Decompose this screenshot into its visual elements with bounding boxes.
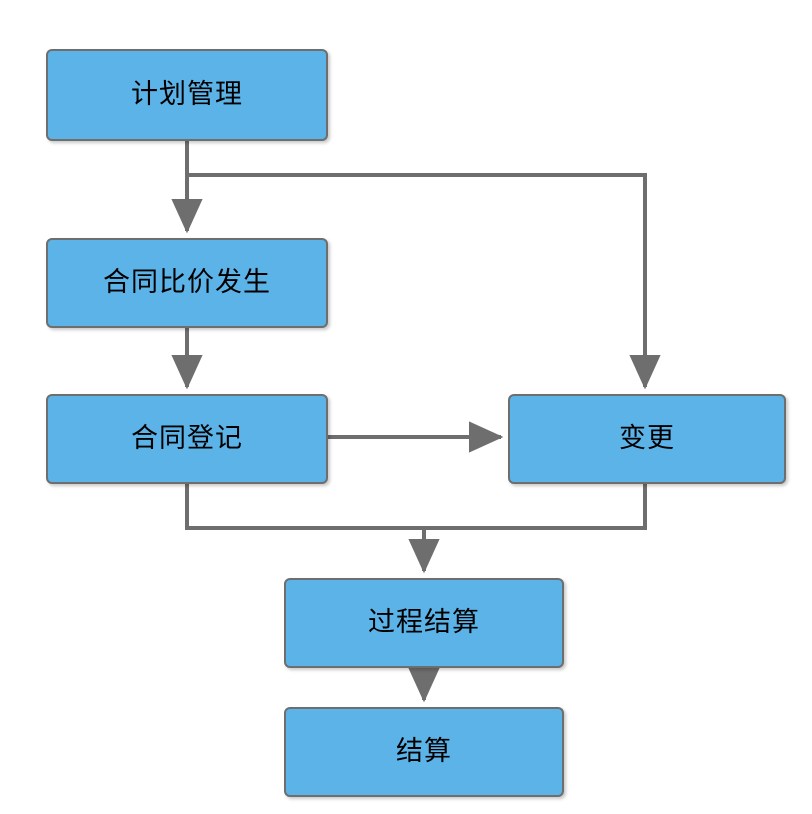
node-contract-price-comparison[interactable]: 合同比价发生 bbox=[46, 238, 328, 328]
node-process-settlement-label: 过程结算 bbox=[368, 607, 480, 639]
edge-change-to-progress bbox=[424, 484, 647, 530]
node-change[interactable]: 变更 bbox=[508, 394, 786, 484]
node-settlement-label: 结算 bbox=[396, 736, 452, 768]
node-plan[interactable]: 计划管理 bbox=[46, 49, 328, 141]
node-process-settlement[interactable]: 过程结算 bbox=[284, 578, 564, 668]
node-settlement[interactable]: 结算 bbox=[284, 707, 564, 797]
node-contract-price-comparison-label: 合同比价发生 bbox=[103, 267, 271, 299]
node-contract-registration-label: 合同登记 bbox=[131, 423, 243, 455]
node-change-label: 变更 bbox=[619, 423, 675, 455]
edge-register-to-progress bbox=[185, 484, 424, 530]
node-contract-registration[interactable]: 合同登记 bbox=[46, 394, 328, 484]
node-plan-label: 计划管理 bbox=[131, 79, 243, 111]
